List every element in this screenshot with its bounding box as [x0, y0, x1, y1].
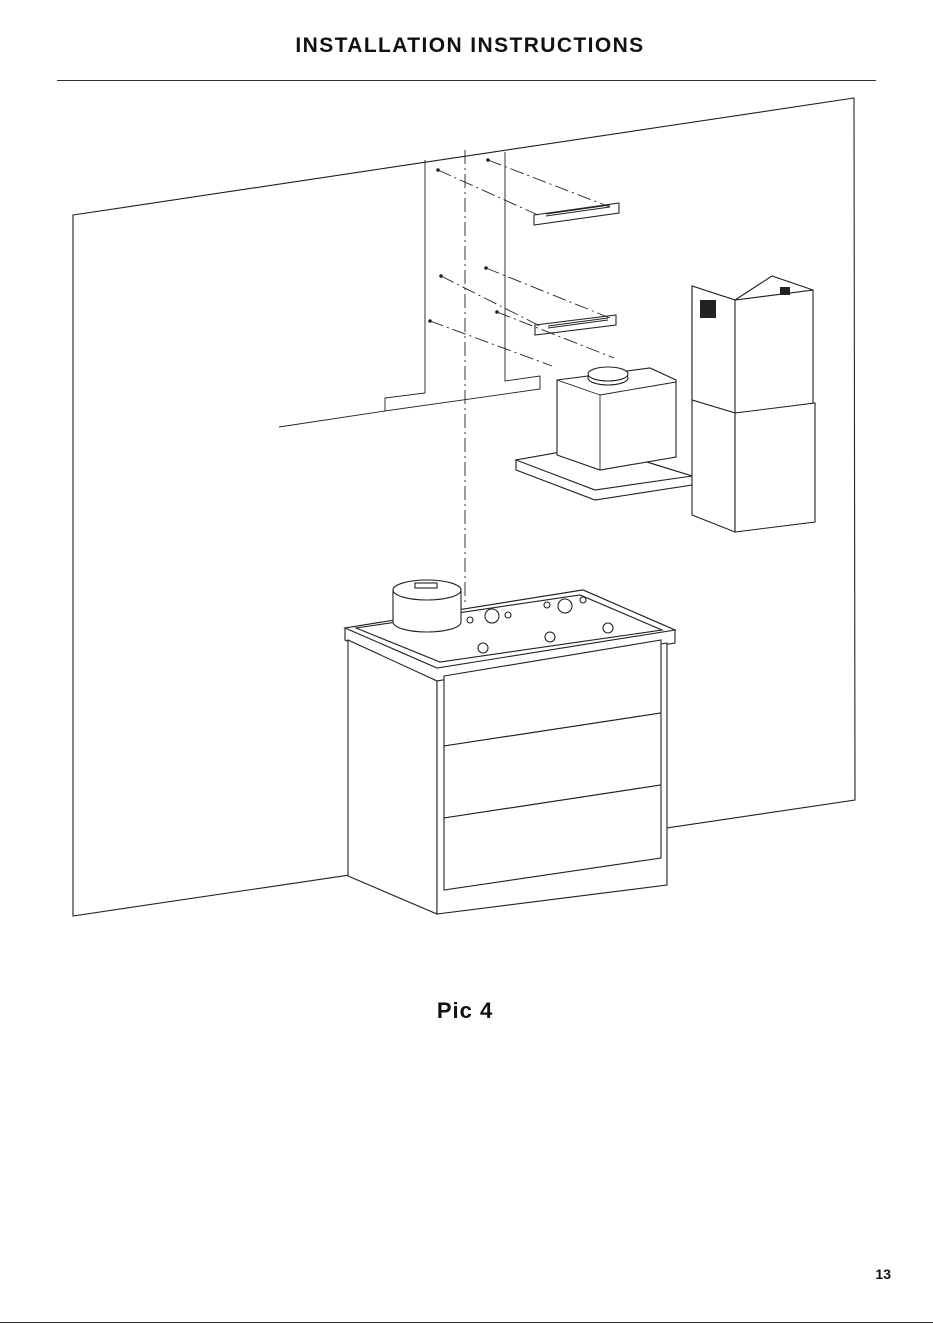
page-number: 13 — [875, 1266, 891, 1282]
footer-divider — [0, 1322, 933, 1323]
figure-caption: Pic 4 — [0, 998, 930, 1024]
header-divider — [57, 80, 876, 81]
pot — [393, 580, 461, 632]
cooktop-cabinet — [345, 590, 675, 914]
chimney-cover — [692, 276, 815, 532]
page-title: INSTALLATION INSTRUCTIONS — [0, 34, 933, 58]
installation-diagram — [0, 90, 933, 940]
